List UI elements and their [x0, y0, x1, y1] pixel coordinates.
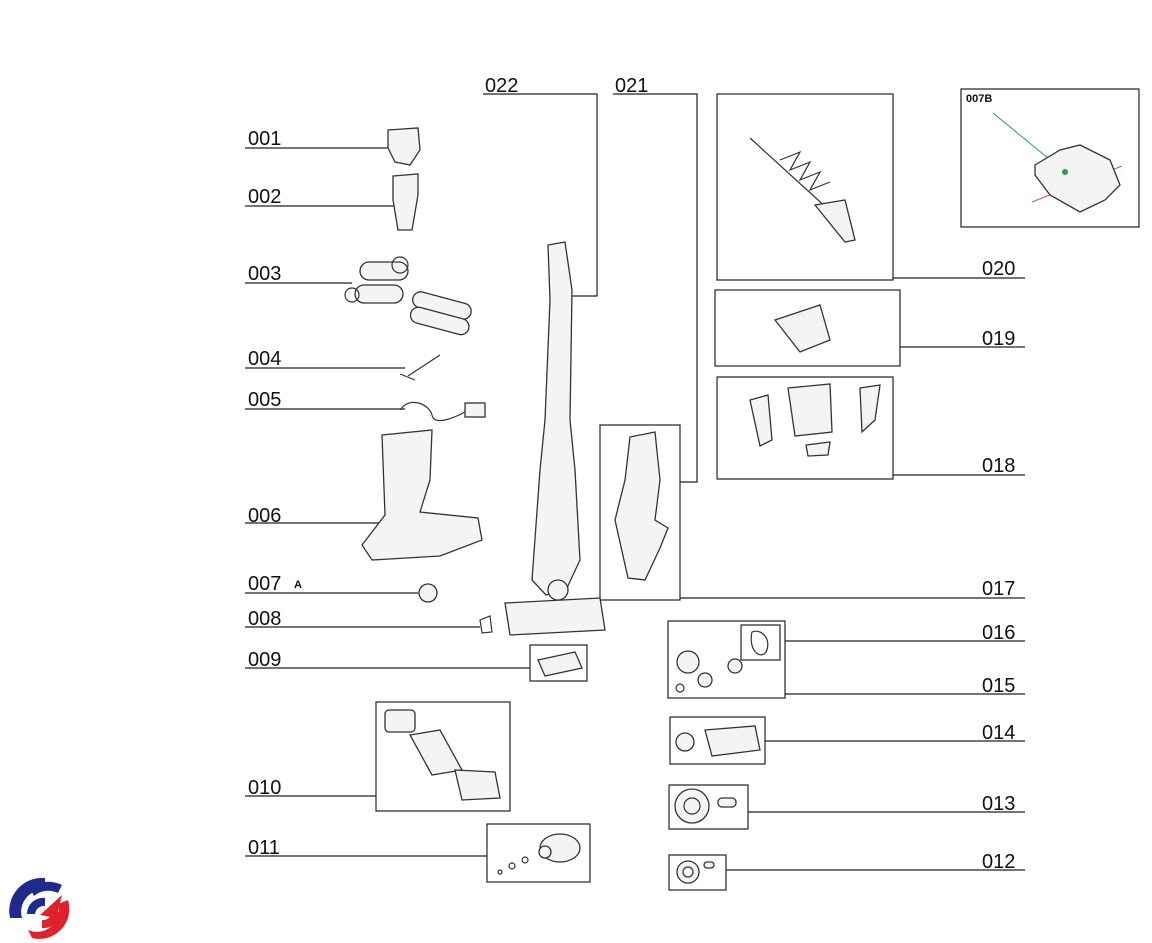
label-012: 012	[982, 851, 1015, 873]
part-013-wheel	[674, 788, 737, 824]
label-019: 019	[982, 328, 1015, 350]
label-018: 018	[982, 455, 1015, 477]
part-005-charger-cable	[399, 401, 486, 422]
label-008: 008	[248, 608, 281, 630]
label-007: 007	[248, 573, 281, 595]
part-004-pin	[399, 354, 441, 381]
label-014: 014	[982, 722, 1015, 744]
part-019-filter-cone	[773, 304, 831, 353]
part-011-motor-set	[497, 833, 581, 875]
label-002: 002	[248, 186, 281, 208]
part-009-part	[537, 651, 583, 677]
label-016: 016	[982, 622, 1015, 644]
label-010: 010	[248, 777, 281, 799]
part-012-small-wheel	[676, 860, 715, 884]
part-015-gears-belt	[675, 650, 743, 693]
brand-logo	[9, 877, 70, 939]
label-005: 005	[248, 389, 281, 411]
label-006: 006	[248, 505, 281, 527]
part-007b-inset-drawing	[992, 112, 1123, 213]
label-004: 004	[248, 348, 281, 370]
part-drawings	[344, 112, 1123, 884]
label-015: 015	[982, 675, 1015, 697]
part-002-handle-top	[392, 173, 419, 231]
leader-lines-left	[245, 147, 532, 857]
label-001: 001	[248, 128, 281, 150]
label-020: 020	[982, 258, 1015, 280]
label-009: 009	[248, 649, 281, 671]
top-labels: 022 021	[485, 75, 648, 97]
part-001-cap	[387, 127, 421, 166]
part-020-filter-spring	[749, 137, 856, 243]
right-labels: 020 019 018 017 016 015 014 013 012	[982, 258, 1015, 873]
part-006-floor-nozzle	[361, 429, 483, 561]
part-016-belt	[750, 630, 769, 656]
label-013: 013	[982, 793, 1015, 815]
label-022: 022	[485, 75, 518, 97]
left-labels: 001 002 003 004 005 006 007 A 008 009 01…	[248, 128, 302, 859]
part-010-brushroll-set	[384, 709, 501, 801]
leader-lines-right	[680, 277, 1025, 871]
label-017: 017	[982, 578, 1015, 600]
part-018-dust-container-parts	[749, 383, 881, 457]
label-007-suffix: A	[294, 579, 302, 591]
leader-lines-top	[483, 93, 698, 483]
part-003-battery-pack	[344, 256, 472, 336]
label-011: 011	[248, 837, 280, 859]
part-008-clip	[479, 615, 493, 634]
part-boxes	[375, 88, 1140, 891]
label-021: 021	[615, 75, 648, 97]
part-007a-wheel	[418, 583, 438, 603]
part-014-plate-gear	[675, 725, 761, 757]
label-003: 003	[248, 263, 281, 285]
part-017-handheld-unit	[614, 431, 669, 581]
box-020	[716, 93, 894, 281]
label-007b: 007B	[966, 93, 992, 105]
part-main-stick-vacuum	[504, 241, 606, 636]
